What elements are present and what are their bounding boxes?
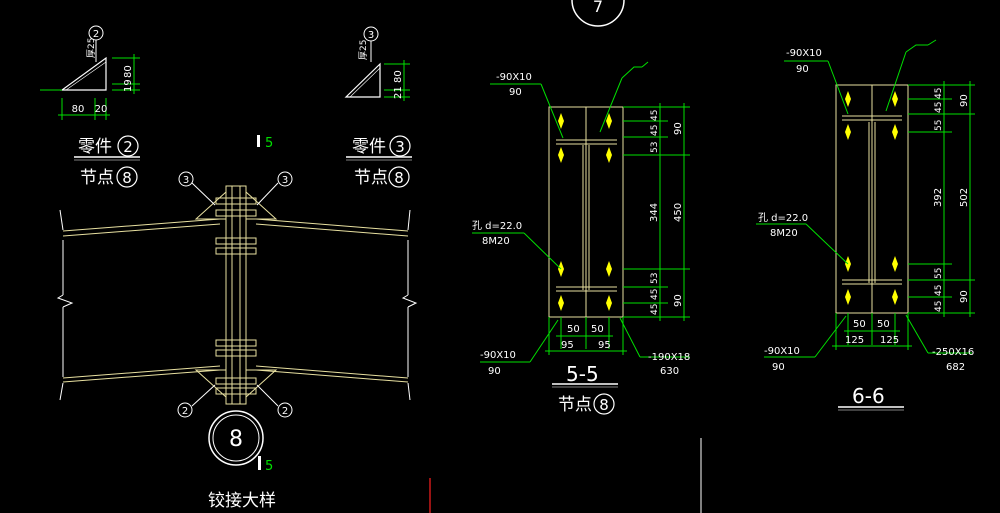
part-2-detail: 2 厚25 80 20 19 80 零件 2 节点 8 (40, 25, 140, 188)
part-2-thickness: 厚25 (86, 38, 97, 58)
section-mark-bottom-bar (258, 456, 261, 470)
s55-plate-bottom-left-label: -90X10 (480, 350, 516, 361)
part-3-triangle-plate (344, 62, 381, 98)
s55-plate-bottom-right-sub: 630 (660, 366, 679, 377)
s66-dim-outer: 502 (959, 188, 970, 207)
hinge-node-number: 8 (229, 427, 243, 452)
section-mark-top: 5 (265, 136, 273, 151)
s66-dim-mid-3: 90 (959, 290, 970, 303)
s55-node-number: 8 (599, 396, 609, 414)
part-2-triangle-plate (60, 56, 107, 91)
s66-plate-bottom-right-label: -250X16 (932, 347, 974, 358)
s66-plate-top-label: -90X10 (786, 48, 822, 59)
s55-dim-mid-2: 344 (649, 203, 660, 222)
s55-plate-top-label: -90X10 (496, 72, 532, 83)
part-3-dim-right-2: 80 (393, 70, 404, 83)
s55-dim-inner-5: 45 (650, 289, 660, 300)
section-6-6: -90X10 90 孔 d=22.0 8M20 -90X10 90 -250X1… (756, 39, 975, 411)
s66-bolt-label: 8M20 (770, 228, 798, 239)
section-6-6-leaders (756, 39, 975, 358)
hinge-detail-title: 铰接大样 (208, 491, 276, 511)
top-circle-label: 7 (593, 0, 603, 16)
part-3-dimension-lines (384, 60, 410, 101)
part-3-detail: 3 厚25 21 80 零件 3 节点 8 (344, 26, 412, 188)
section-5-5-bolts (558, 113, 612, 311)
hinge-callout-leaders (191, 182, 279, 407)
part-2-node-number: 8 (122, 169, 132, 187)
s66-dim-bottom-outer-1: 125 (845, 335, 864, 346)
part-2-dimension-lines (40, 54, 140, 120)
s66-plate-top-sub: 90 (796, 64, 809, 75)
hinge-callout-top-right: 3 (282, 175, 288, 186)
s55-dim-mid-1: 90 (673, 122, 684, 135)
hinge-detail: 5 (56, 135, 418, 511)
s55-dim-outer: 450 (673, 203, 684, 222)
section-5-5-leaders (472, 61, 690, 363)
part-2-node-label: 节点 (80, 168, 114, 188)
s66-plate-bottom-left-label: -90X10 (764, 346, 800, 357)
part-3-number: 3 (395, 138, 405, 156)
part-2-callout-number: 2 (93, 29, 99, 40)
s55-hole-label: 孔 d=22.0 (472, 220, 522, 232)
beam-outlines (56, 209, 418, 401)
part-3-callout-number: 3 (368, 30, 374, 41)
s55-title: 5-5 (566, 362, 599, 386)
s55-dim-inner-4: 53 (650, 273, 660, 284)
s55-plate-top-sub: 90 (509, 87, 522, 98)
s66-dim-inner-1: 45 (934, 88, 944, 99)
s55-dim-bottom-outer-2: 95 (598, 340, 611, 351)
hinge-node-circle (208, 410, 264, 466)
s55-bolt-label: 8M20 (482, 236, 510, 247)
s66-dim-inner-5: 45 (934, 285, 944, 296)
s55-node-label: 节点 (558, 395, 592, 415)
s66-plate-bottom-right-sub: 682 (946, 362, 965, 373)
s66-plate-bottom-left-sub: 90 (772, 362, 785, 373)
hinge-callout-bottom-left: 2 (182, 406, 188, 417)
s55-dim-inner-6: 45 (650, 304, 660, 315)
part-2-number: 2 (123, 138, 133, 156)
vertical-connection-plate (225, 185, 247, 405)
section-6-6-bolts (845, 91, 898, 305)
top-circle-callout: 7 (571, 0, 625, 27)
s66-title: 6-6 (852, 384, 885, 408)
part-3-title: 零件 (352, 137, 386, 157)
s66-dim-bottom-outer-2: 125 (880, 335, 899, 346)
s55-plate-bottom-left-sub: 90 (488, 366, 501, 377)
hinge-callout-top-left: 3 (183, 175, 189, 186)
s66-dim-inner-2: 45 (934, 102, 944, 113)
s55-dim-bottom-outer-1: 95 (561, 340, 574, 351)
s55-dim-inner-3: 53 (650, 142, 660, 153)
s66-dim-mid-1: 90 (959, 94, 970, 107)
part-2-dim-bottom-1: 80 (72, 104, 85, 115)
s66-dim-bottom-inner-1: 50 (853, 319, 866, 330)
s66-dim-inner-4: 55 (934, 268, 944, 279)
section-mark-bottom: 5 (265, 459, 273, 474)
part-2-title: 零件 (78, 137, 112, 157)
part-2-dim-right-2: 80 (123, 65, 134, 78)
part-3-node-number: 8 (394, 169, 404, 187)
s66-dim-mid-2: 392 (933, 188, 944, 207)
part-3-thickness: 厚25 (358, 40, 369, 60)
s55-dim-bottom-inner-2: 50 (591, 324, 604, 335)
part-2-dim-right-1: 19 (123, 79, 134, 92)
s66-dim-inner-6: 45 (934, 301, 944, 312)
section-5-5: -90X10 90 孔 d=22.0 8M20 -90X10 90 -190X1… (472, 61, 690, 415)
part-3-node-label: 节点 (354, 168, 388, 188)
part-2-dim-bottom-2: 20 (95, 104, 108, 115)
s66-hole-label: 孔 d=22.0 (758, 212, 808, 224)
s55-dim-mid-3: 90 (673, 294, 684, 307)
section-mark-top-bar (257, 135, 260, 147)
s55-plate-bottom-right-label: -190X18 (648, 352, 690, 363)
s55-dim-bottom-inner-1: 50 (567, 324, 580, 335)
part-3-dim-right-1: 21 (393, 86, 404, 99)
s55-dim-inner-1: 45 (650, 110, 660, 121)
s66-dim-inner-3: 55 (934, 120, 944, 131)
s66-dim-bottom-inner-2: 50 (877, 319, 890, 330)
hinge-callout-bottom-right: 2 (282, 406, 288, 417)
hinge-bolts (215, 197, 257, 395)
s55-dim-inner-2: 45 (650, 125, 660, 136)
section-6-6-plates (835, 84, 909, 314)
